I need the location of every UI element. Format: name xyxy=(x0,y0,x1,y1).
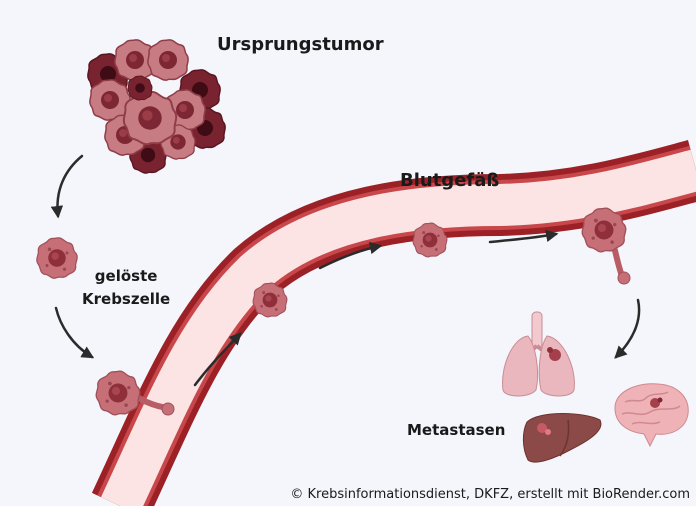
liver-icon xyxy=(522,413,602,463)
metastases-label: Metastasen xyxy=(407,421,506,439)
tumor-cluster-icon xyxy=(87,39,226,174)
credit-text: © Krebsinformationsdienst, DKFZ, erstell… xyxy=(290,487,690,502)
detached-cell-label-line1: gelöste xyxy=(94,267,158,285)
blood-vessel-label: Blutgefäß xyxy=(400,170,500,191)
detached-cell-label: gelöste Krebszelle xyxy=(82,265,170,311)
detached-cell-label-line2: Krebszelle xyxy=(82,290,171,308)
cancer-cell-icon xyxy=(36,237,78,279)
primary-tumor-label: Ursprungstumor xyxy=(217,34,384,55)
blood-vessel-icon xyxy=(91,140,696,506)
brain-icon xyxy=(614,383,689,448)
lungs-icon xyxy=(502,311,575,397)
cancer-cell-icon xyxy=(412,222,448,258)
cancer-cell-icon xyxy=(252,282,288,318)
arrow-icon xyxy=(50,154,641,387)
intravasating-cell-icon xyxy=(95,370,175,416)
extravasating-cell-icon xyxy=(581,207,631,285)
